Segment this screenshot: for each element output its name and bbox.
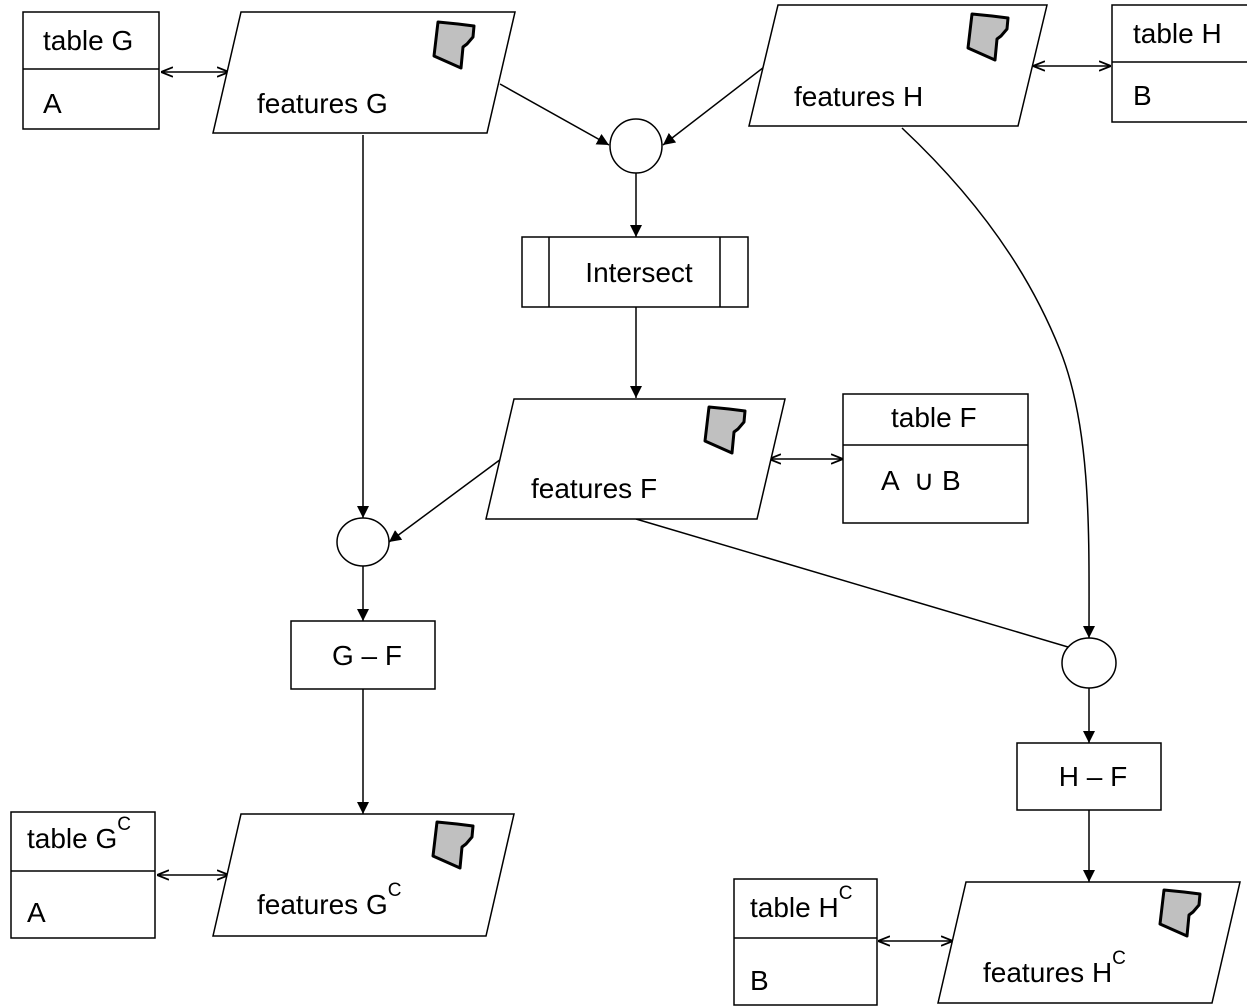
process-h-minus-f-label: H – F <box>1059 761 1127 792</box>
table-g: table G A <box>22 11 160 130</box>
table-h-body: B <box>1133 80 1152 111</box>
table-gc: table GC A <box>10 811 156 939</box>
polygon-layer-icon <box>432 20 476 70</box>
table-gc-body: A <box>27 897 46 928</box>
table-f-body: A ∪ B <box>881 465 961 496</box>
table-gc-header: table GC <box>27 814 131 854</box>
process-intersect: Intersect <box>521 236 749 308</box>
junction-h-minus-f-input <box>1061 637 1117 689</box>
link-features-f-to-junction-3 <box>635 518 1069 648</box>
polygon-layer-icon <box>1158 888 1202 938</box>
table-g-body: A <box>43 88 62 119</box>
arrow-features-g-to-junction-1 <box>499 83 610 146</box>
features-f: features F <box>485 398 786 520</box>
features-gc: features GC <box>212 813 515 937</box>
table-h-header: table H <box>1133 18 1222 49</box>
table-h: table H B <box>1111 4 1247 123</box>
arrow-features-f-to-junction-2 <box>388 458 502 543</box>
table-g-header: table G <box>43 25 133 56</box>
arrow-features-h-to-junction-1 <box>662 66 765 146</box>
features-hc: features HC <box>937 881 1241 1004</box>
polygon-layer-icon <box>431 820 475 870</box>
features-h-label: features H <box>794 81 923 112</box>
features-hc-label: features HC <box>983 948 1126 988</box>
table-hc-body: B <box>750 965 769 996</box>
table-f: table F A ∪ B <box>842 393 1029 524</box>
arrow-features-h-to-junction-3 <box>901 127 1096 639</box>
edges <box>157 66 1111 941</box>
features-g: features G <box>212 11 516 134</box>
process-h-minus-f: H – F <box>1016 742 1162 811</box>
features-g-label: features G <box>257 88 388 119</box>
features-h: features H <box>748 4 1048 127</box>
junction-intersect-input <box>609 118 663 174</box>
process-g-minus-f: G – F <box>290 620 436 690</box>
polygon-layer-icon <box>966 12 1010 62</box>
table-hc: table HC B <box>733 878 878 1006</box>
process-intersect-label: Intersect <box>585 257 693 288</box>
junction-g-minus-f-input <box>336 517 390 567</box>
features-gc-label: features GC <box>257 880 401 920</box>
polygon-layer-icon <box>703 405 747 455</box>
features-f-label: features F <box>531 473 657 504</box>
process-g-minus-f-label: G – F <box>332 640 402 671</box>
table-hc-header: table HC <box>750 883 852 923</box>
table-f-header: table F <box>891 402 977 433</box>
